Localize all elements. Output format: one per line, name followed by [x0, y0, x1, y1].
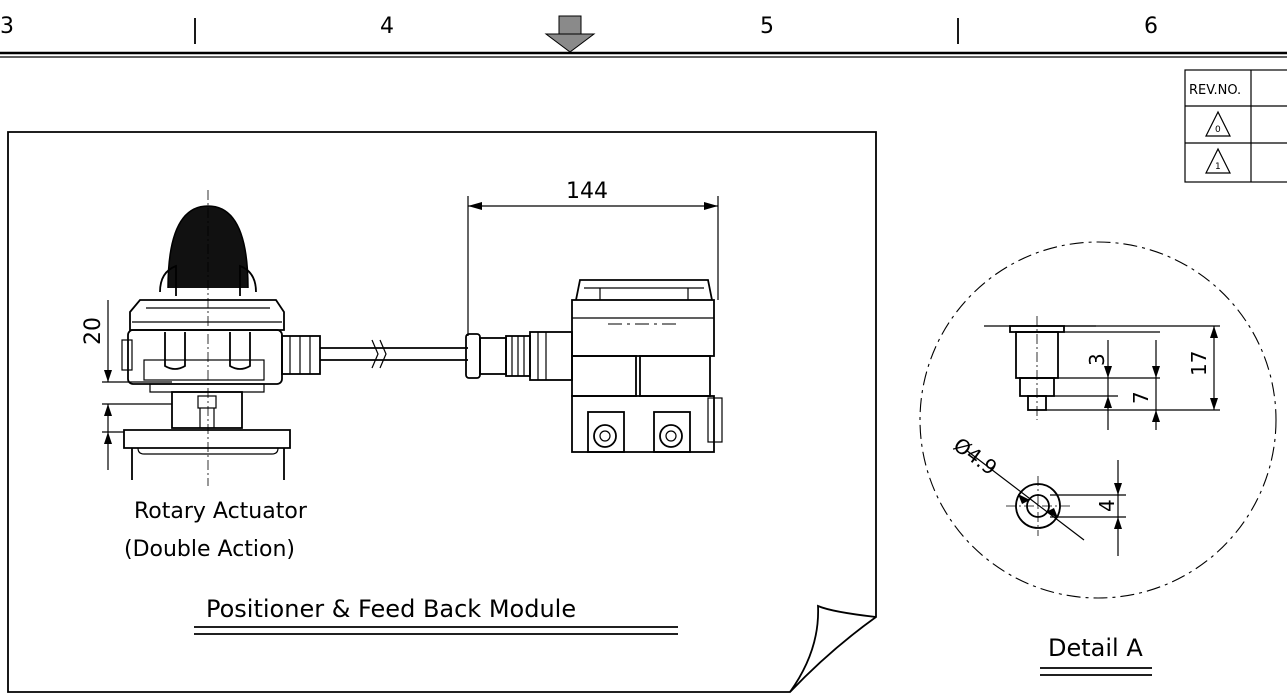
zone-4-label: 4	[380, 14, 394, 39]
svg-text:0: 0	[1215, 125, 1221, 135]
revision-1-triangle-icon: 1	[1205, 147, 1231, 174]
sheet-frame	[7, 131, 877, 693]
positioner-module-drawing	[465, 279, 723, 453]
revision-table: REV.NO. 0 1	[1184, 69, 1287, 183]
dimension-20-label: 20	[81, 317, 106, 345]
main-view-title-text: Positioner & Feed Back Module	[206, 595, 576, 623]
actuator-label-line2: (Double Action)	[124, 537, 295, 562]
main-view-title: Positioner & Feed Back Module	[194, 595, 678, 635]
detail-dim-7-label: 7	[1129, 391, 1153, 404]
air-port-left-icon	[587, 411, 625, 453]
detail-a-view: 3 7 17 Ø4.9 4 Detail A	[919, 241, 1277, 676]
cable	[320, 339, 468, 369]
detail-diameter-label: Ø4.9	[949, 433, 1002, 480]
rev-no-header: REV.NO.	[1189, 83, 1241, 98]
dimension-20: 20	[81, 300, 172, 470]
detail-a-title: Detail A	[1048, 634, 1143, 662]
revision-0-triangle-icon: 0	[1205, 110, 1231, 137]
detail-dim-17-label: 17	[1187, 351, 1211, 376]
dimension-144-label: 144	[566, 179, 608, 204]
actuator-label-line1: Rotary Actuator	[134, 499, 308, 524]
svg-text:1: 1	[1215, 162, 1221, 172]
air-port-right-icon	[653, 411, 691, 453]
detail-circle	[919, 241, 1277, 599]
zone-6-label: 6	[1144, 14, 1158, 39]
rotary-actuator-drawing	[121, 190, 321, 486]
detail-dim-3-label: 3	[1085, 353, 1109, 366]
zone-5-label: 5	[760, 14, 774, 39]
centering-arrow-icon	[544, 15, 596, 53]
zone-3-label: 3	[0, 14, 14, 39]
dimension-144: 144	[467, 179, 719, 336]
zone-strip: 3 4 5 6	[0, 14, 1287, 58]
detail-dim-4-label: 4	[1095, 499, 1119, 512]
